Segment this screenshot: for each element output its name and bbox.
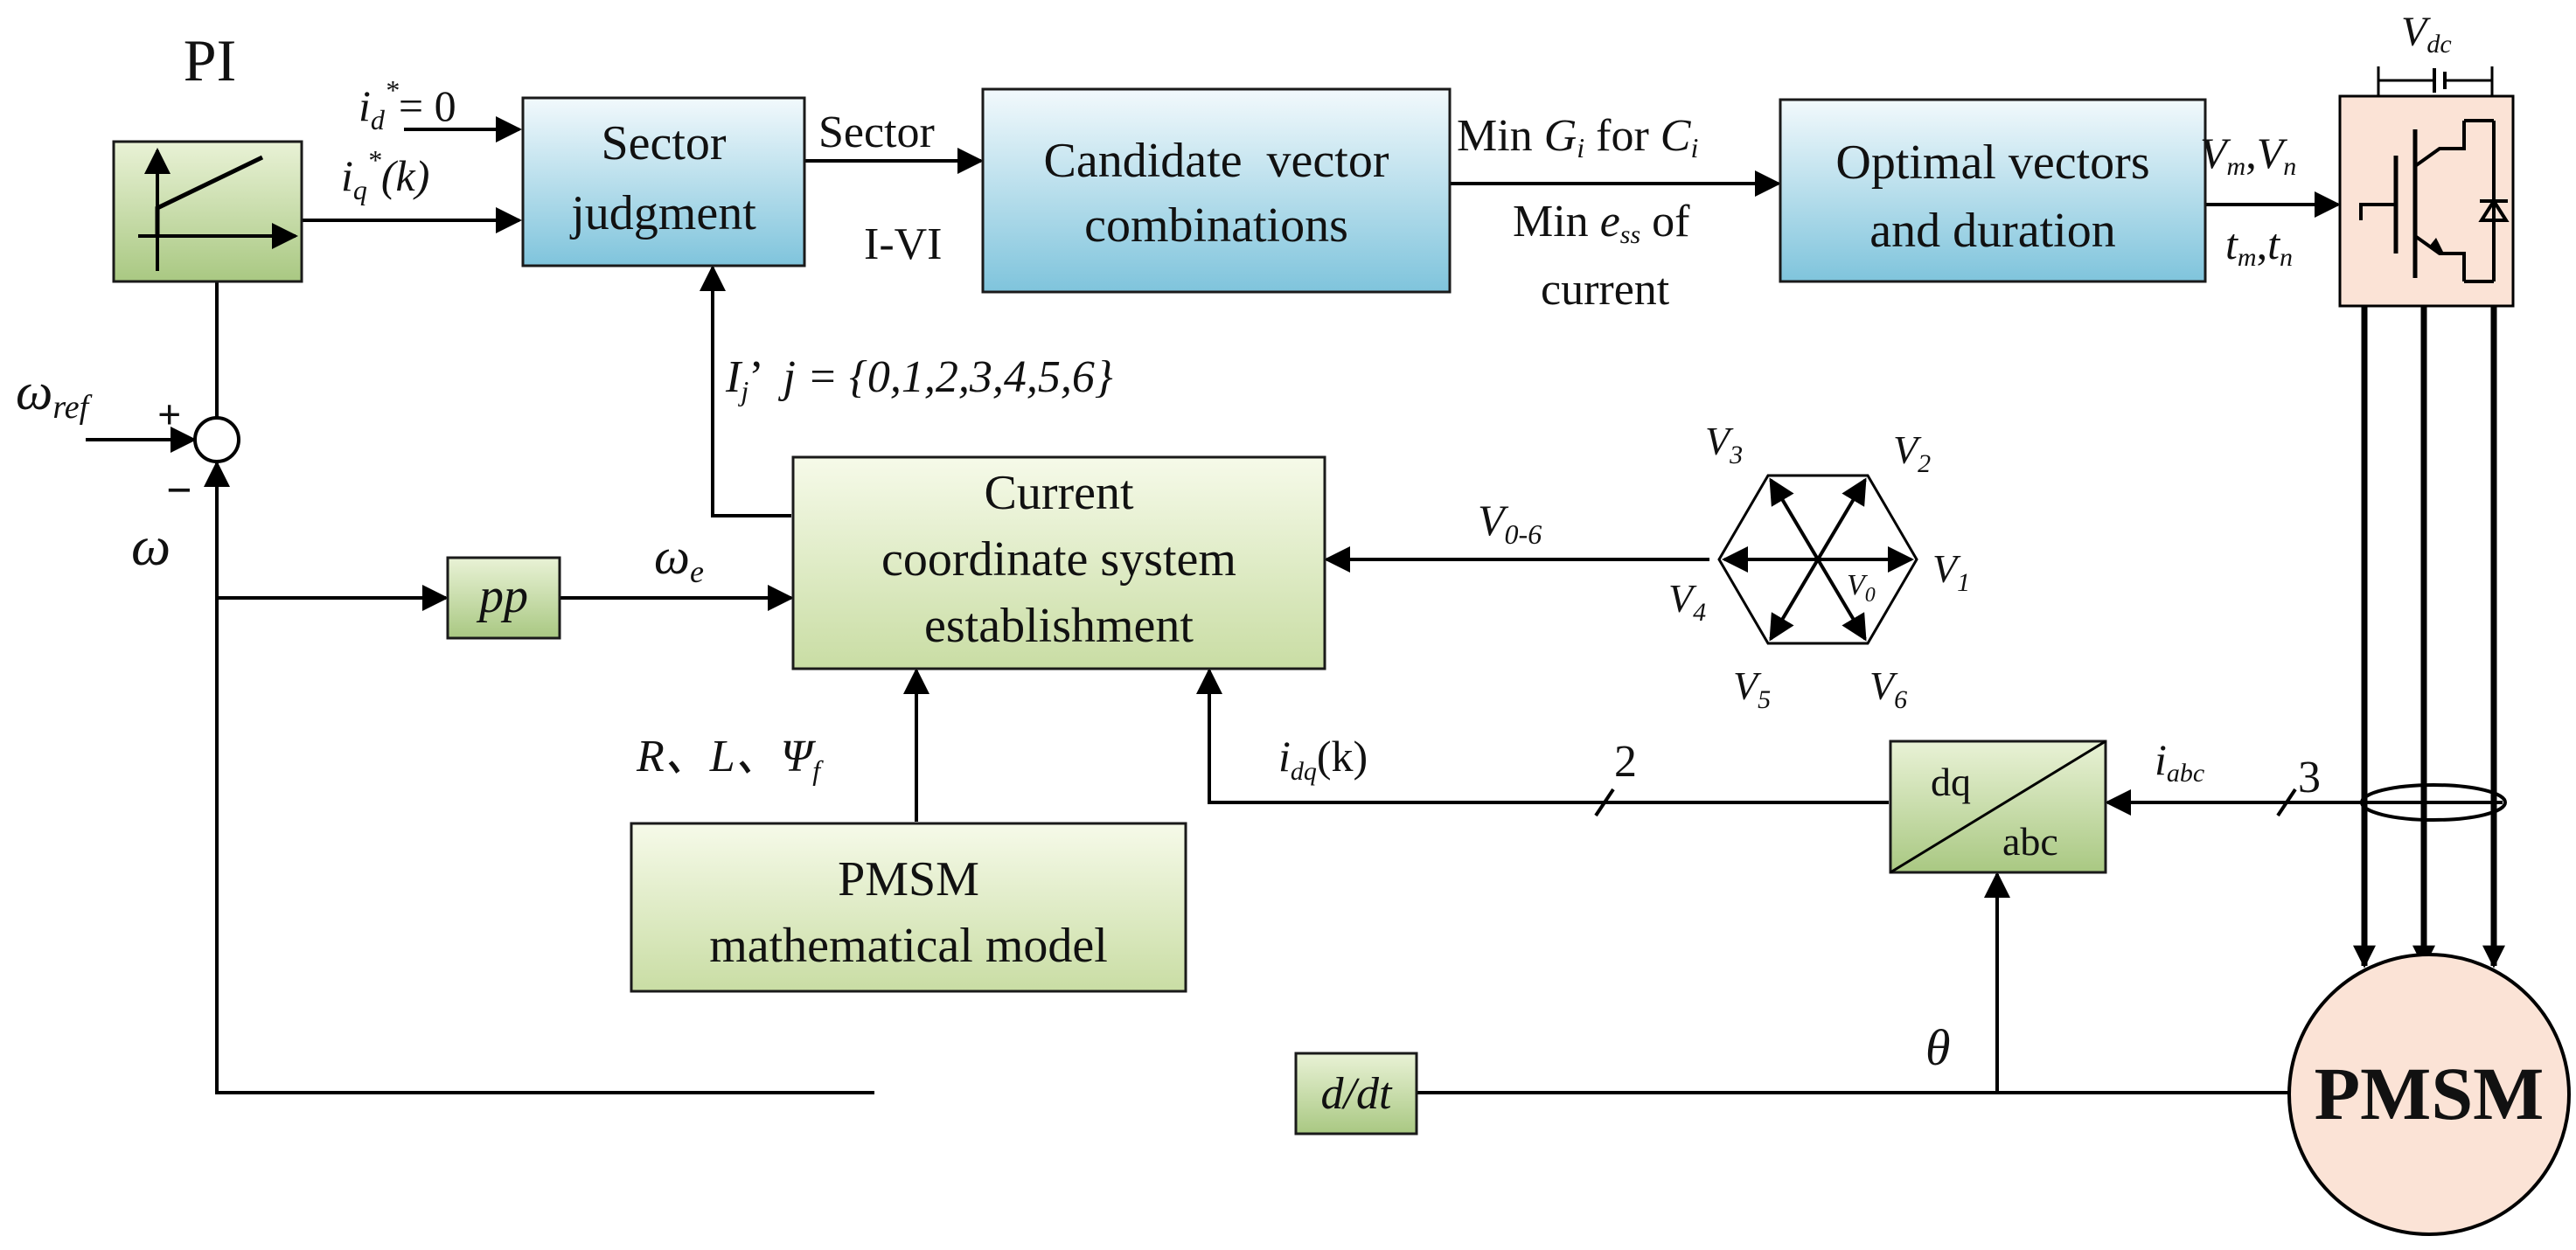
tm-tn-label: tm,tn	[2225, 219, 2293, 272]
ij-label: Ij’j = {0,1,2,3,4,5,6}	[725, 352, 1113, 406]
label-v6: V6	[1869, 663, 1907, 714]
sector-range-label: I-VI	[864, 219, 943, 269]
wire-current-to-sector	[700, 265, 791, 517]
theta-label: θ	[1925, 1019, 1951, 1076]
pole-pairs-block: pp	[446, 556, 561, 640]
bus-width-2: 2	[1614, 737, 1637, 787]
bus-slash-2	[1594, 788, 1615, 817]
candidate-line-1: Candidate vector	[1044, 134, 1389, 188]
motor-label: PMSM	[2315, 1052, 2545, 1135]
vector-v6	[1816, 558, 1867, 642]
pmsm-model-line-2: mathematical model	[709, 919, 1108, 973]
label-v3: V3	[1705, 419, 1743, 469]
omega-ref-label: ωref	[16, 363, 93, 426]
candidate-line-2: combinations	[1084, 198, 1348, 253]
v06-label: V0-6	[1478, 496, 1542, 550]
sector-judgment-line-1: Sector	[601, 116, 726, 170]
min-ess-label-2: current	[1541, 265, 1670, 315]
label-v4: V4	[1668, 576, 1706, 627]
optimal-line-2: and duration	[1869, 204, 2115, 258]
optimal-vectors-block: Optimal vectors and duration	[1779, 98, 2207, 283]
label-v2: V2	[1893, 427, 1931, 478]
pi-controller-block	[112, 140, 303, 283]
current-coord-line-2: coordinate system	[881, 532, 1236, 587]
vector-v3	[1769, 477, 1820, 561]
min-ess-label: Min ess of	[1513, 197, 1690, 249]
label-v5: V5	[1733, 663, 1771, 714]
sector-judgment-block: Sector judgment	[521, 96, 806, 267]
dq-abc-transform-block: dq abc	[1889, 740, 2107, 874]
bus-width-3: 3	[2298, 753, 2321, 802]
current-coordinate-block: Current coordinate system establishment	[791, 455, 1326, 670]
inverter-block	[2338, 66, 2515, 308]
minus-sign: −	[166, 466, 192, 516]
omega-label: ω	[131, 515, 171, 577]
candidate-vector-block: Candidate vector combinations	[981, 87, 1452, 294]
vdc-label: Vdc	[2401, 9, 2452, 59]
idq-label: idq(k)	[1278, 732, 1368, 786]
vector-v2	[1816, 477, 1867, 561]
min-g-label: Min Gi for Ci	[1457, 111, 1698, 163]
vector-v5	[1769, 558, 1820, 642]
sector-judgment-line-2: judgment	[569, 186, 756, 240]
sector-label: Sector	[818, 108, 935, 157]
pp-label: pp	[476, 569, 528, 623]
id-ref-label: id*= 0	[359, 74, 456, 135]
dq-label: dq	[1931, 760, 1971, 804]
pi-label: PI	[184, 27, 236, 94]
omega-e-label: ωe	[654, 528, 704, 589]
bus-slash-3	[2276, 788, 2297, 817]
current-coord-line-3: establishment	[924, 599, 1194, 653]
derivative-block: d/dt	[1294, 1052, 1418, 1135]
pi-step-response-line	[155, 155, 264, 236]
pmsm-model-line-1: PMSM	[838, 852, 979, 906]
wire-idq-to-current	[1196, 668, 1889, 804]
current-sensor-ring	[2360, 783, 2507, 822]
optimal-line-1: Optimal vectors	[1835, 135, 2149, 190]
plus-sign: +	[157, 392, 181, 438]
pmsm-model-block: PMSM mathematical model	[630, 822, 1187, 993]
ddt-label: d/dt	[1321, 1069, 1393, 1119]
vm-vn-label: Vm,Vn	[2200, 128, 2296, 181]
label-v0: V0	[1847, 569, 1876, 607]
wire-speed-feedback	[204, 461, 874, 1094]
params-label: R、L、Ψf	[636, 732, 824, 786]
iq-ref-label: iq*(k)	[341, 144, 429, 205]
label-v1: V1	[1932, 546, 1970, 597]
pmsm-motor: PMSM	[2287, 953, 2571, 1236]
voltage-vector-hexagon: V3 V2 V1 V0 V4 V5 V6	[1668, 419, 1970, 714]
iabc-label: iabc	[2155, 735, 2204, 788]
abc-label: abc	[2002, 819, 2058, 864]
summing-junction	[193, 416, 240, 463]
current-coord-line-1: Current	[984, 466, 1134, 520]
